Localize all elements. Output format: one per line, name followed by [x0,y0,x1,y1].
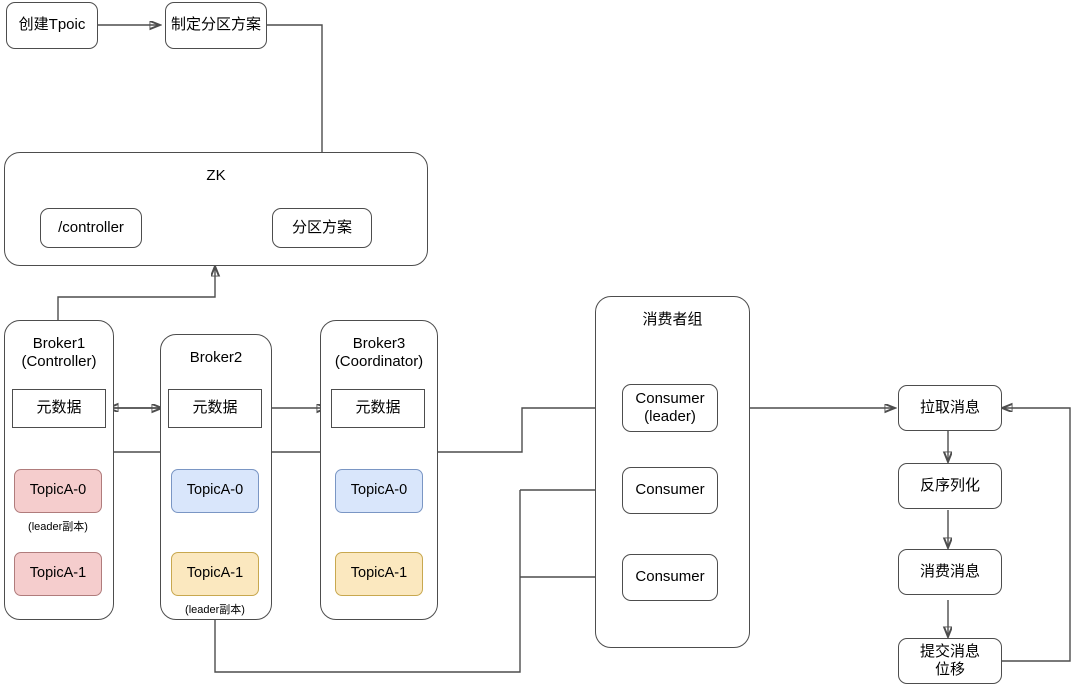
node-create-topic[interactable]: 创建Tpoic [6,2,98,49]
node-step-pull-message-label: 拉取消息 [919,398,980,416]
node-broker3-topica1[interactable]: TopicA-1 [335,552,423,596]
node-partition-plan-label: 制定分区方案 [170,16,261,34]
node-zk-controller-label: /controller [58,218,124,236]
node-broker3-topica0-label: TopicA-0 [350,482,408,499]
zk-title: ZK [206,167,226,184]
node-broker2-metadata-label: 元数据 [192,399,238,417]
edge-broker1-to-zk [57,266,215,320]
node-broker1-topica0[interactable]: TopicA-0 [14,469,102,513]
node-consumer-leader-label: Consumer (leader) [635,389,705,425]
node-step-deserialize-label: 反序列化 [919,476,980,494]
broker2-title: Broker2 [189,349,243,366]
node-step-commit-offset[interactable]: 提交消息 位移 [898,638,1002,684]
node-zk-controller[interactable]: /controller [40,208,142,248]
node-broker3-topica1-label: TopicA-1 [350,565,408,582]
node-step-consume-message[interactable]: 消费消息 [898,549,1002,595]
node-step-deserialize[interactable]: 反序列化 [898,463,1002,509]
node-broker2-topica1[interactable]: TopicA-1 [171,552,259,596]
node-consumer-2-label: Consumer [635,481,705,499]
node-consumer-3-label: Consumer [635,568,705,586]
node-step-consume-message-label: 消费消息 [919,562,980,580]
node-broker1-topica0-label: TopicA-0 [29,482,87,499]
broker1-title: Broker1 (Controller) [21,335,97,371]
node-step-pull-message[interactable]: 拉取消息 [898,385,1002,431]
node-consumer-2[interactable]: Consumer [622,467,718,514]
node-broker1-topica1[interactable]: TopicA-1 [14,552,102,596]
node-broker3-metadata[interactable]: 元数据 [331,389,425,428]
node-create-topic-label: 创建Tpoic [18,16,86,34]
node-step-commit-offset-label: 提交消息 位移 [919,642,980,678]
node-broker2-topica0-label: TopicA-0 [186,482,244,499]
node-partition-plan[interactable]: 制定分区方案 [165,2,267,49]
node-broker1-metadata[interactable]: 元数据 [12,389,106,428]
node-broker2-topica0[interactable]: TopicA-0 [171,469,259,513]
caption-broker2-topica1: (leader副本) [185,604,245,616]
edge-commit-back-to-pull [1001,408,1071,662]
node-consumer-leader[interactable]: Consumer (leader) [622,384,718,432]
node-zk-partition-plan-label: 分区方案 [291,218,352,236]
node-broker2-topica1-label: TopicA-1 [186,565,244,582]
broker3-title: Broker3 (Coordinator) [334,335,424,371]
node-zk-partition-plan[interactable]: 分区方案 [272,208,372,248]
node-broker3-topica0[interactable]: TopicA-0 [335,469,423,513]
consumer-group-title: 消费者组 [642,311,703,328]
node-consumer-3[interactable]: Consumer [622,554,718,601]
node-broker3-metadata-label: 元数据 [355,399,401,417]
node-broker1-metadata-label: 元数据 [36,399,82,417]
node-broker1-topica1-label: TopicA-1 [29,565,87,582]
node-broker2-metadata[interactable]: 元数据 [168,389,262,428]
caption-broker1-topica0: (leader副本) [28,521,88,533]
